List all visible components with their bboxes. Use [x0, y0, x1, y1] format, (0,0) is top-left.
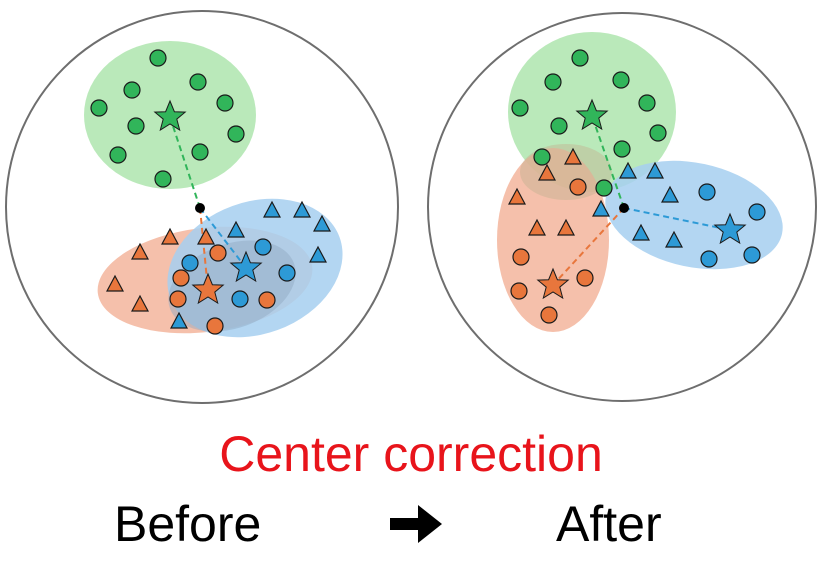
- panel-before: [5, 10, 399, 404]
- data-point: [619, 161, 637, 179]
- data-point: [227, 220, 245, 238]
- data-point: [123, 81, 141, 99]
- before-orange-link: [199, 207, 209, 291]
- data-point: [564, 147, 582, 165]
- data-point: [508, 187, 526, 205]
- after-blue-points: [592, 161, 766, 268]
- before-label: Before: [114, 496, 262, 552]
- data-point: [216, 94, 234, 112]
- data-point: [632, 223, 650, 241]
- data-point: [131, 242, 149, 260]
- data-point: [646, 161, 664, 179]
- data-point: [700, 250, 718, 268]
- panel-after: [427, 12, 817, 402]
- data-point: [510, 282, 528, 300]
- after-orange-points: [508, 147, 594, 324]
- after-blue-link: [623, 207, 731, 231]
- data-point: [638, 94, 656, 112]
- data-point: [592, 199, 610, 217]
- data-point: [181, 254, 199, 272]
- data-point: [698, 183, 716, 201]
- data-point: [149, 49, 167, 67]
- data-point: [665, 230, 683, 248]
- before-boundary-circle: [5, 10, 399, 404]
- before-orange-points: [106, 227, 276, 335]
- data-point: [263, 200, 281, 218]
- data-point: [544, 73, 562, 91]
- data-point: [309, 245, 327, 263]
- data-point: [533, 148, 551, 166]
- data-point: [538, 163, 556, 181]
- before-origin-point: [195, 203, 205, 213]
- data-point: [191, 143, 209, 161]
- data-point: [227, 125, 245, 143]
- data-point: [595, 179, 613, 197]
- data-point: [154, 170, 172, 188]
- data-point: [189, 73, 207, 91]
- data-point: [106, 274, 124, 292]
- data-point: [206, 317, 224, 335]
- before-blue-link: [199, 207, 247, 269]
- data-point: [172, 269, 190, 287]
- data-point: [254, 238, 272, 256]
- data-point: [612, 71, 630, 89]
- data-point: [169, 290, 187, 308]
- data-point: [569, 178, 587, 196]
- data-point: [231, 290, 249, 308]
- data-point: [571, 49, 589, 67]
- data-point: [258, 291, 276, 309]
- data-point: [197, 227, 215, 245]
- data-point: [576, 269, 594, 287]
- before-blue-points: [170, 200, 331, 329]
- data-point: [512, 248, 530, 266]
- before-dashed-links: [169, 116, 247, 291]
- data-point: [511, 99, 529, 117]
- data-point: [313, 214, 331, 232]
- data-point: [613, 140, 631, 158]
- data-point: [649, 124, 667, 142]
- data-point: [743, 246, 761, 264]
- data-point: [127, 117, 145, 135]
- data-point: [278, 264, 296, 282]
- data-point: [557, 218, 575, 236]
- after-dashed-links: [552, 115, 731, 286]
- right-arrow-icon: [390, 505, 442, 543]
- before-overlap-region: [168, 240, 296, 332]
- data-point: [550, 117, 568, 135]
- data-point: [748, 203, 766, 221]
- data-point: [209, 244, 227, 262]
- data-point: [528, 218, 546, 236]
- after-boundary-circle: [427, 12, 817, 402]
- data-point: [90, 99, 108, 117]
- data-point: [161, 227, 179, 245]
- after-green-points: [511, 49, 667, 197]
- after-green-link: [591, 115, 625, 209]
- after-orange-link: [552, 207, 625, 286]
- before-green-points: [90, 49, 245, 188]
- data-point: [109, 146, 127, 164]
- data-point: [661, 185, 679, 203]
- caption-title: Center correction: [219, 426, 603, 482]
- data-point: [293, 200, 311, 218]
- after-origin-point: [619, 203, 629, 213]
- after-label: After: [556, 496, 662, 552]
- data-point: [131, 294, 149, 312]
- data-point: [540, 306, 558, 324]
- before-green-link: [169, 116, 201, 209]
- data-point: [170, 311, 188, 329]
